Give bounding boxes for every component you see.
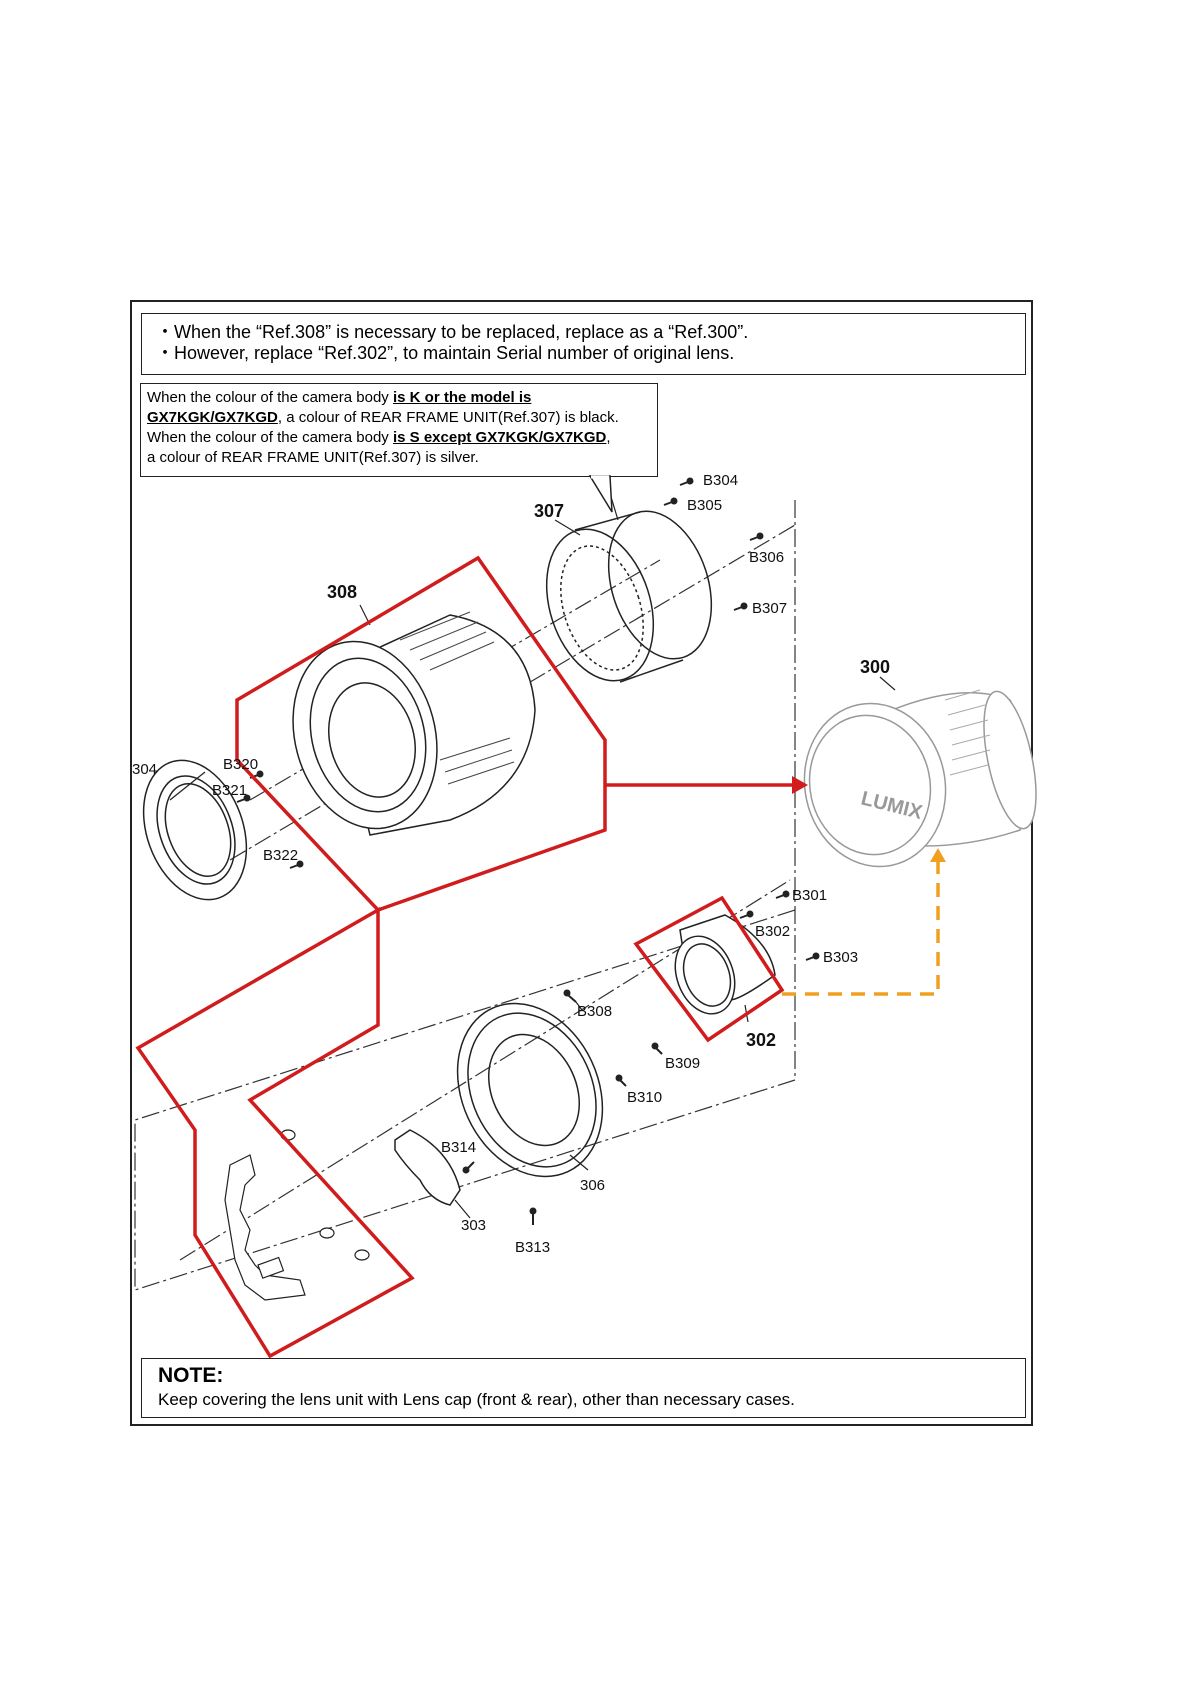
screw-b302 [739, 910, 754, 919]
part-302-mount [674, 914, 776, 1015]
screw-b301 [775, 890, 790, 899]
callout-line-3: When the colour of the camera body is S … [147, 428, 657, 448]
screw-b307 [733, 602, 748, 611]
label-b322: B322 [263, 847, 298, 864]
callout-text: , [606, 429, 611, 446]
housing-outline-dash [134, 500, 796, 1291]
highlight-308 [235, 555, 607, 913]
screw-b308 [563, 989, 577, 1003]
label-b309: B309 [665, 1055, 700, 1072]
label-302: 302 [746, 1030, 776, 1050]
red-arrow [605, 776, 808, 794]
label-b314: B314 [441, 1139, 476, 1156]
callout-emphasis: GX7KGK/GX7KGD [147, 409, 278, 426]
label-b307: B307 [752, 600, 787, 617]
part-303-bracket [394, 1129, 461, 1206]
label-303: 303 [461, 1217, 486, 1234]
label-306: 306 [580, 1177, 605, 1194]
label-304: 304 [132, 761, 157, 778]
label-b320: B320 [223, 756, 258, 773]
screw-b314 [462, 1161, 475, 1174]
colour-callout-box: When the colour of the camera body is K … [140, 383, 658, 477]
part-307-rear-frame [545, 510, 713, 683]
screw-b321 [236, 794, 251, 803]
label-b308: B308 [577, 1003, 612, 1020]
orange-dashed-arrow [782, 848, 946, 996]
label-300: 300 [860, 657, 890, 677]
label-b301: B301 [792, 887, 827, 904]
screw-b322 [289, 860, 304, 869]
flex-board-part [224, 1129, 370, 1301]
label-b313: B313 [515, 1239, 550, 1256]
highlight-flex [135, 906, 415, 1359]
part-300-assembled-lens [803, 689, 1037, 868]
diagram-frame [130, 300, 1033, 1426]
callout-emphasis: is K or the model is [392, 389, 532, 406]
callout-text: When the colour of the camera body [147, 389, 393, 406]
screw-b310 [615, 1074, 627, 1087]
callout-line-4: a colour of REAR FRAME UNIT(Ref.307) is … [147, 449, 479, 466]
screw-b303 [805, 952, 820, 961]
label-308: 308 [327, 582, 357, 602]
label-b306: B306 [749, 549, 784, 566]
part-306-plate [456, 1002, 604, 1178]
label-b305: B305 [687, 497, 722, 514]
callout-emphasis: is S except GX7KGK/GX7KGD [392, 429, 607, 446]
screw-b313 [529, 1207, 537, 1225]
callout-text: , a colour of REAR FRAME UNIT(Ref.307) i… [277, 409, 619, 426]
screw-b306 [749, 532, 764, 541]
instruction-line-2: ・However, replace “Ref.302”, to maintain… [156, 343, 735, 363]
note-text: Keep covering the lens unit with Lens ca… [158, 1390, 795, 1409]
note-title: NOTE: [158, 1364, 224, 1387]
highlight-302 [633, 895, 785, 1043]
label-b321: B321 [212, 782, 247, 799]
top-instruction-box: ・When the “Ref.308” is necessary to be r… [141, 313, 1026, 375]
screw-b305 [663, 497, 678, 506]
screw-b304 [679, 477, 694, 486]
leader-lines [169, 476, 896, 1219]
part-308-lens [292, 611, 536, 836]
screw-b309 [651, 1042, 663, 1055]
bottom-note-box: NOTE: Keep covering the lens unit with L… [141, 1358, 1026, 1418]
optical-axis-lower [179, 879, 791, 1261]
label-b304: B304 [703, 472, 738, 489]
callout-text: When the colour of the camera body [147, 429, 393, 446]
label-b310: B310 [627, 1089, 662, 1106]
instruction-line-1: ・When the “Ref.308” is necessary to be r… [156, 322, 749, 342]
red-highlights [135, 555, 785, 1359]
part-304-ring [142, 759, 248, 901]
label-307: 307 [534, 501, 564, 521]
callout-line-1: When the colour of the camera body is K … [147, 388, 657, 408]
callout-line-2: GX7KGK/GX7KGD, a colour of REAR FRAME UN… [147, 408, 657, 428]
label-b302: B302 [755, 923, 790, 940]
label-b303: B303 [823, 949, 858, 966]
